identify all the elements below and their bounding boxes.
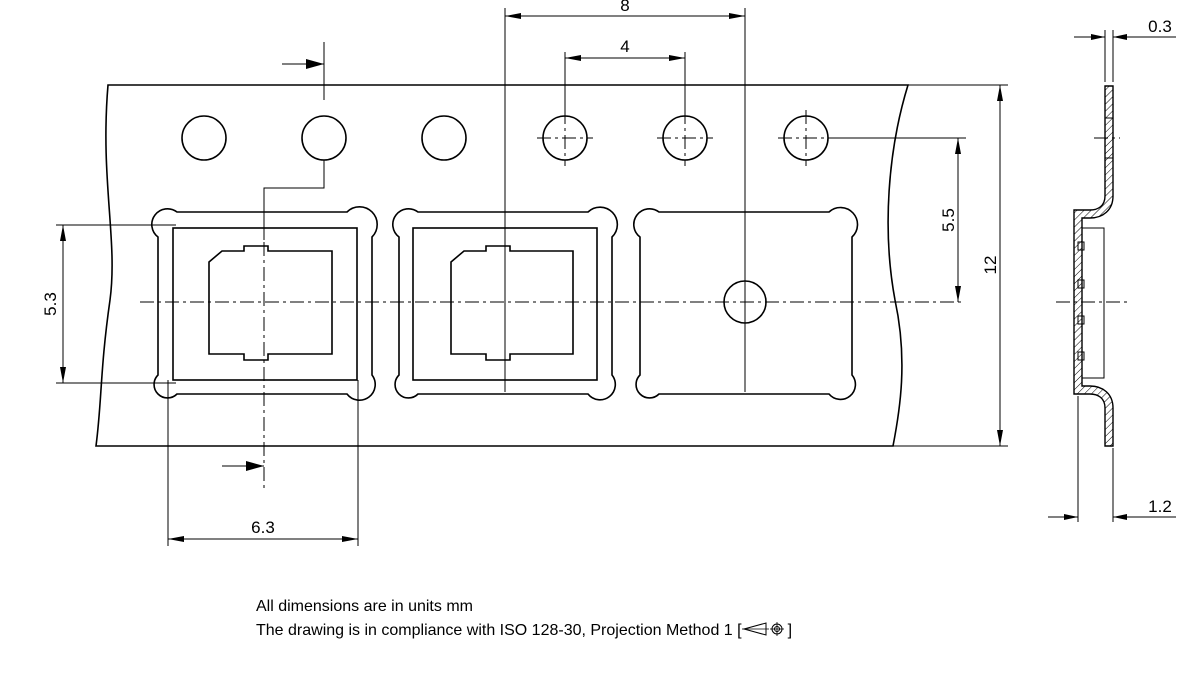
- projection-method-icon: [741, 622, 784, 637]
- dim-6-3: [167, 380, 359, 546]
- tape-section-view: [1056, 85, 1130, 447]
- dim-12-label: 12: [981, 256, 1000, 275]
- dim-1-2-label: 1.2: [1148, 497, 1172, 516]
- projection-note: The drawing is in compliance with ISO 12…: [256, 622, 792, 640]
- dim-1-2: [1048, 396, 1176, 522]
- dim-0-3-label: 0.3: [1148, 17, 1172, 36]
- projection-note-close: ]: [787, 622, 793, 639]
- projection-note-text: The drawing is in compliance with ISO 12…: [256, 622, 742, 639]
- units-note: All dimensions are in units mm: [256, 598, 473, 616]
- dim-6-3-label: 6.3: [251, 518, 275, 537]
- dim-4-label: 4: [620, 37, 629, 56]
- dim-5-5-label: 5.5: [939, 208, 958, 232]
- sprocket-centerlines: [537, 110, 834, 166]
- offset-arrows: [222, 42, 325, 471]
- dim-5-3-label: 5.3: [41, 292, 60, 316]
- units-note-text: All dimensions are in units mm: [256, 598, 473, 615]
- dim-8-label: 8: [620, 0, 629, 15]
- dim-12: [893, 84, 1008, 447]
- dim-5-3: [56, 224, 176, 384]
- dim-5-5: [828, 137, 966, 302]
- dim-8: [504, 8, 746, 392]
- dim-4: [564, 52, 686, 112]
- carrier-tape-outline: [95, 84, 910, 447]
- dim-0-3: [1074, 30, 1176, 82]
- pocket-3: [633, 206, 859, 401]
- pocket-1: [151, 206, 378, 401]
